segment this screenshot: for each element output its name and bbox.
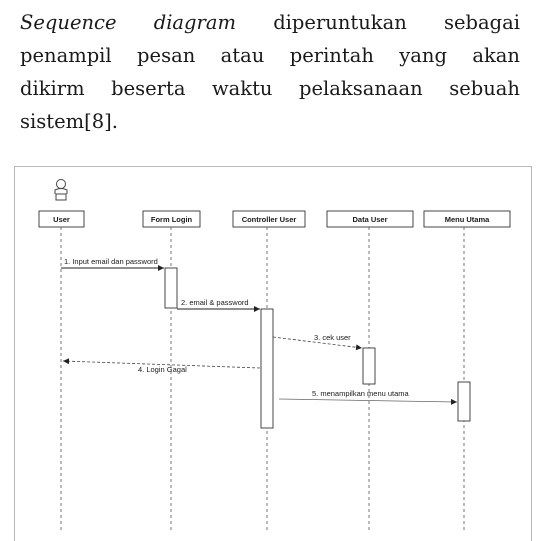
paragraph-text: diperuntukan sebagai bbox=[273, 11, 520, 34]
message-5: 5. menampilkan menu utama bbox=[278, 389, 458, 405]
activation-controller-user bbox=[260, 308, 274, 429]
message-2: 2. email & password bbox=[177, 298, 260, 312]
message-label: 4. Login Gagal bbox=[138, 365, 187, 374]
paragraph-line-2: penampil pesan atau perintah yang akan bbox=[20, 44, 520, 67]
message-label: 5. menampilkan menu utama bbox=[312, 389, 410, 398]
lifeline-label: Controller User bbox=[242, 215, 297, 224]
lifeline-menu-utama: Menu Utama bbox=[423, 210, 511, 530]
activation-form-login bbox=[164, 267, 178, 309]
activation-menu-utama bbox=[457, 381, 471, 422]
term-sequence-diagram: Sequence diagram bbox=[20, 11, 236, 34]
lifeline-label: Data User bbox=[352, 215, 387, 224]
message-label: 1. Input email dan password bbox=[64, 257, 158, 266]
paragraph-line-4: sistem[8]. bbox=[20, 110, 118, 133]
lifeline-label: Menu Utama bbox=[445, 215, 490, 224]
paragraph-line-1: Sequence diagram diperuntukan sebagai bbox=[20, 6, 520, 39]
message-1: 1. Input email dan password bbox=[61, 257, 164, 271]
lifeline-label: Form Login bbox=[151, 215, 193, 224]
user-actor-icon bbox=[54, 179, 68, 201]
message-label: 3. cek user bbox=[314, 333, 351, 342]
message-3: 3. cek user bbox=[272, 333, 363, 351]
message-4: 4. Login Gagal bbox=[62, 358, 261, 374]
message-label: 2. email & password bbox=[181, 298, 249, 307]
paragraph-line-3: dikirm beserta waktu pelaksanaan sebuah bbox=[20, 77, 520, 100]
description-paragraph: Sequence diagram diperuntukan sebagai pe… bbox=[20, 6, 520, 138]
activation-data-user bbox=[362, 347, 376, 385]
lifeline-user: User bbox=[38, 210, 85, 530]
lifeline-label: User bbox=[53, 215, 70, 224]
